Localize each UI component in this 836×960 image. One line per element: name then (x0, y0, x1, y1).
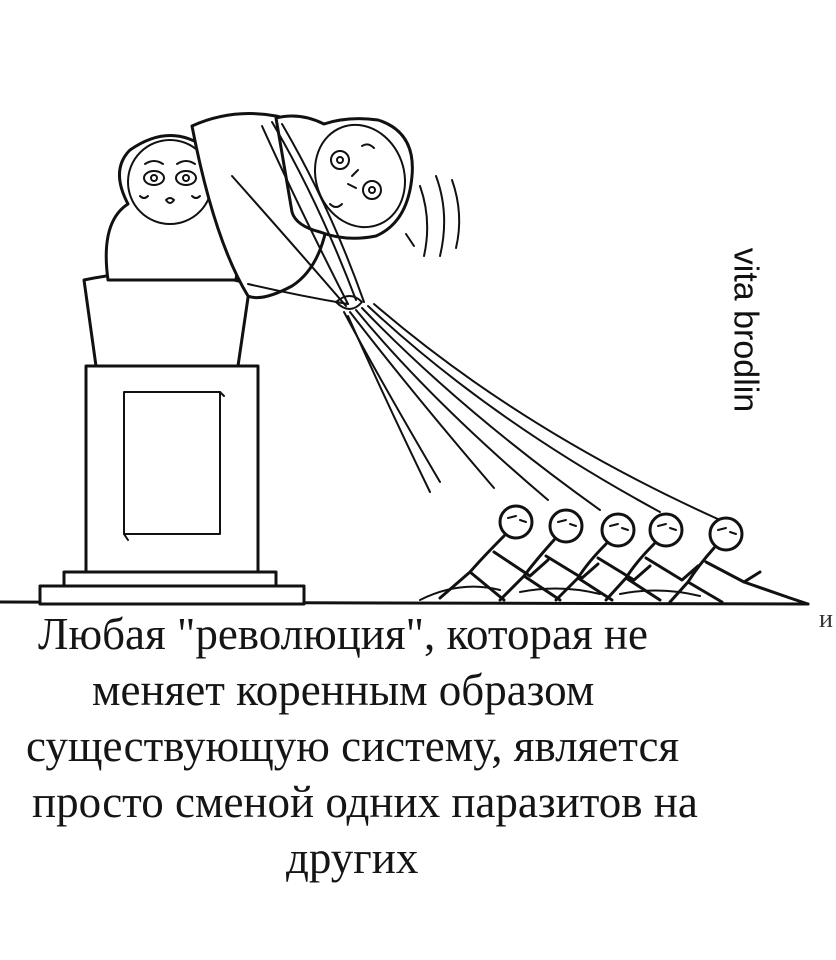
quote-caption: Любая "революция", которая не меняет кор… (0, 606, 836, 886)
puller-4 (604, 512, 700, 602)
tipping-matryoshka (190, 112, 461, 300)
caption-line-2: меняет коренным образом (92, 665, 595, 715)
puller-5 (668, 516, 810, 606)
ropes (231, 121, 721, 521)
puller-3 (554, 512, 652, 602)
caption-line-4: просто сменой одних паразитов на (32, 777, 698, 827)
caption-line-5: других (286, 833, 419, 883)
puller-2 (498, 508, 600, 602)
puller-1 (438, 504, 550, 602)
pulling-crowd (419, 504, 810, 606)
cartoon-illustration (0, 112, 810, 606)
cropped-edge-letter: и (819, 604, 833, 633)
pedestal (38, 364, 306, 606)
caption-line-3: существующую систему, является (26, 721, 680, 771)
artist-signature: vita brodlin (726, 247, 765, 413)
caption-line-1: Любая "революция", которая не (38, 609, 648, 659)
